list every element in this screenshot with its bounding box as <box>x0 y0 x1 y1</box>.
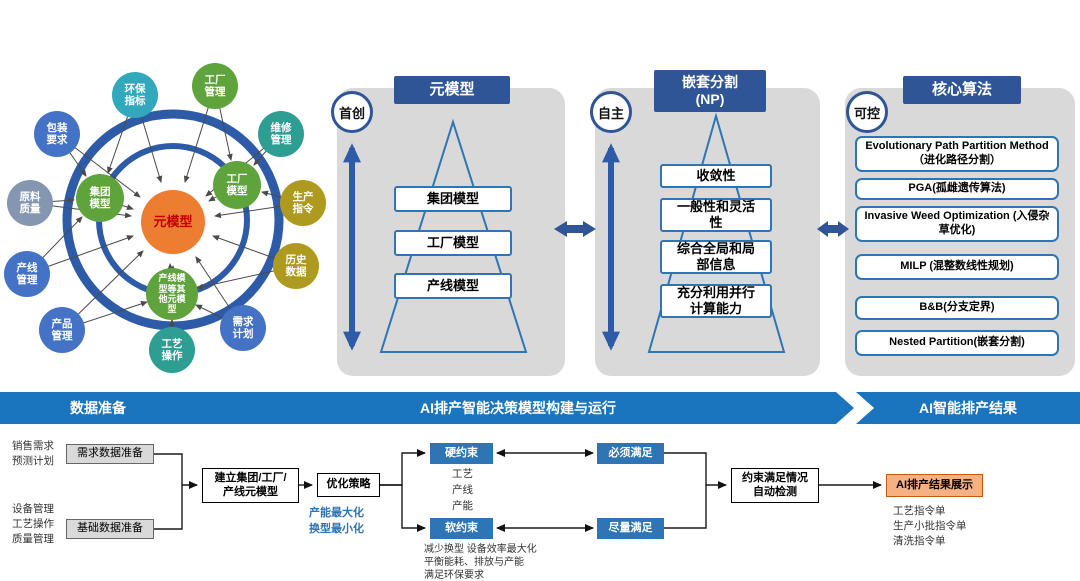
node-group-model: 集团模型 <box>76 174 124 222</box>
np-title-line2: (NP) <box>695 91 725 107</box>
badge-autonomous: 自主 <box>590 91 632 133</box>
node-product-management: 产品管理 <box>39 307 85 353</box>
stage-chevron-model-build: AI排产智能决策模型构建与运行 <box>182 392 854 424</box>
np-title-line1: 嵌套分割 <box>682 74 738 91</box>
algorithm-invasive-weed: Invasive Weed Optimization (入侵杂草优化) <box>855 206 1059 242</box>
box-best-effort-satisfy: 尽量满足 <box>597 518 664 539</box>
node-label: 元模型 <box>153 213 193 229</box>
meta-level-factory: 工厂模型 <box>394 230 512 256</box>
node-factory-management: 工厂管理 <box>192 63 238 109</box>
badge-original: 首创 <box>331 91 373 133</box>
panel-meta-model-title: 元模型 <box>394 76 510 104</box>
node-line-management: 产线管理 <box>4 251 50 297</box>
box-hard-constraints: 硬约束 <box>430 443 493 464</box>
node-line-model: 产线模型等其他元模型 <box>146 268 198 320</box>
badge-controllable: 可控 <box>846 91 888 133</box>
np-feature-0: 收敛性 <box>660 164 772 188</box>
box-soft-constraints: 软约束 <box>430 518 493 539</box>
node-meta-model-center: 元模型 <box>141 190 205 254</box>
box-constraint-check: 约束满足情况 自动检测 <box>731 468 819 503</box>
node-demand-plan: 需求计划 <box>220 305 266 351</box>
note-hard-constraint-items: 工艺 产线 产能 <box>452 468 473 512</box>
note-sales-demand: 销售需求 预测计划 <box>12 440 54 468</box>
np-feature-2: 综合全局和局部信息 <box>660 240 772 274</box>
node-production-orders: 生产指令 <box>280 180 326 226</box>
stage-chevron-result: AI智能排产结果 <box>856 392 1080 424</box>
np-feature-label: 充分利用并行计算能力 <box>676 285 755 316</box>
node-label: 工厂模型 <box>226 172 248 197</box>
node-label: 集团模型 <box>89 185 111 210</box>
note-strategy-goals: 产能最大化 换型最小化 <box>309 507 364 535</box>
stage-chevron-data-prep: 数据准备 <box>0 392 210 424</box>
note-base-sources: 设备管理 工艺操作 质量管理 <box>12 503 54 546</box>
node-process-operation: 工艺操作 <box>149 327 195 373</box>
node-env-indicators: 环保指标 <box>112 72 158 118</box>
node-label: 需求计划 <box>232 315 254 340</box>
node-label: 原料质量 <box>19 190 41 215</box>
node-label: 产品管理 <box>51 317 73 342</box>
box-base-data-prep: 基础数据准备 <box>66 519 154 539</box>
note-soft-constraint-items: 减少换型 设备效率最大化 平衡能耗、排放与产能 满足环保要求 <box>424 544 537 581</box>
np-feature-3: 充分利用并行计算能力 <box>660 284 772 318</box>
np-feature-1: 一般性和灵活性 <box>660 198 772 232</box>
node-maintenance-management: 维修管理 <box>258 111 304 157</box>
panel-nested-partition-title: 嵌套分割 (NP) <box>654 70 766 112</box>
np-feature-label: 综合全局和局部信息 <box>676 241 755 272</box>
node-label: 维修管理 <box>270 121 292 146</box>
algorithm-branch-and-bound: B&B(分支定界) <box>855 296 1059 320</box>
node-packaging-requirements: 包装要求 <box>34 111 80 157</box>
box-must-satisfy: 必须满足 <box>597 443 664 464</box>
node-label: 包装要求 <box>46 121 68 146</box>
algorithm-nested-partition: Nested Partition(嵌套分割) <box>855 330 1059 356</box>
node-label: 工艺操作 <box>161 337 183 362</box>
np-feature-label: 一般性和灵活性 <box>676 199 755 230</box>
algorithm-pga: PGA(孤雌遗传算法) <box>855 178 1059 200</box>
algorithm-evolutionary-path-partition: Evolutionary Path Partition Method （进化路径… <box>855 136 1059 172</box>
node-material-quality: 原料质量 <box>7 180 53 226</box>
node-factory-model: 工厂模型 <box>213 161 261 209</box>
box-optimization-strategy: 优化策略 <box>317 473 380 497</box>
np-feature-label: 收敛性 <box>696 168 736 184</box>
box-ai-result-display: AI排产结果展示 <box>886 474 983 497</box>
node-label: 产线模型等其他元模型 <box>158 273 186 315</box>
box-build-meta-model: 建立集团/工厂/ 产线元模型 <box>202 468 299 503</box>
algorithm-milp: MILP (混整数线性规划) <box>855 254 1059 280</box>
node-label: 历史数据 <box>285 253 307 278</box>
node-label: 环保指标 <box>124 82 146 107</box>
meta-level-line: 产线模型 <box>394 273 512 299</box>
node-label: 工厂管理 <box>204 73 226 98</box>
panel-core-algorithms-title: 核心算法 <box>903 76 1021 104</box>
node-history-data: 历史数据 <box>273 243 319 289</box>
note-output-orders: 工艺指令单 生产小批指令单 清洗指令单 <box>893 505 967 548</box>
meta-level-group: 集团模型 <box>394 186 512 212</box>
box-demand-data-prep: 需求数据准备 <box>66 444 154 464</box>
panel-nested-partition <box>595 88 820 376</box>
node-label: 生产指令 <box>292 190 314 215</box>
node-label: 产线管理 <box>16 261 38 286</box>
